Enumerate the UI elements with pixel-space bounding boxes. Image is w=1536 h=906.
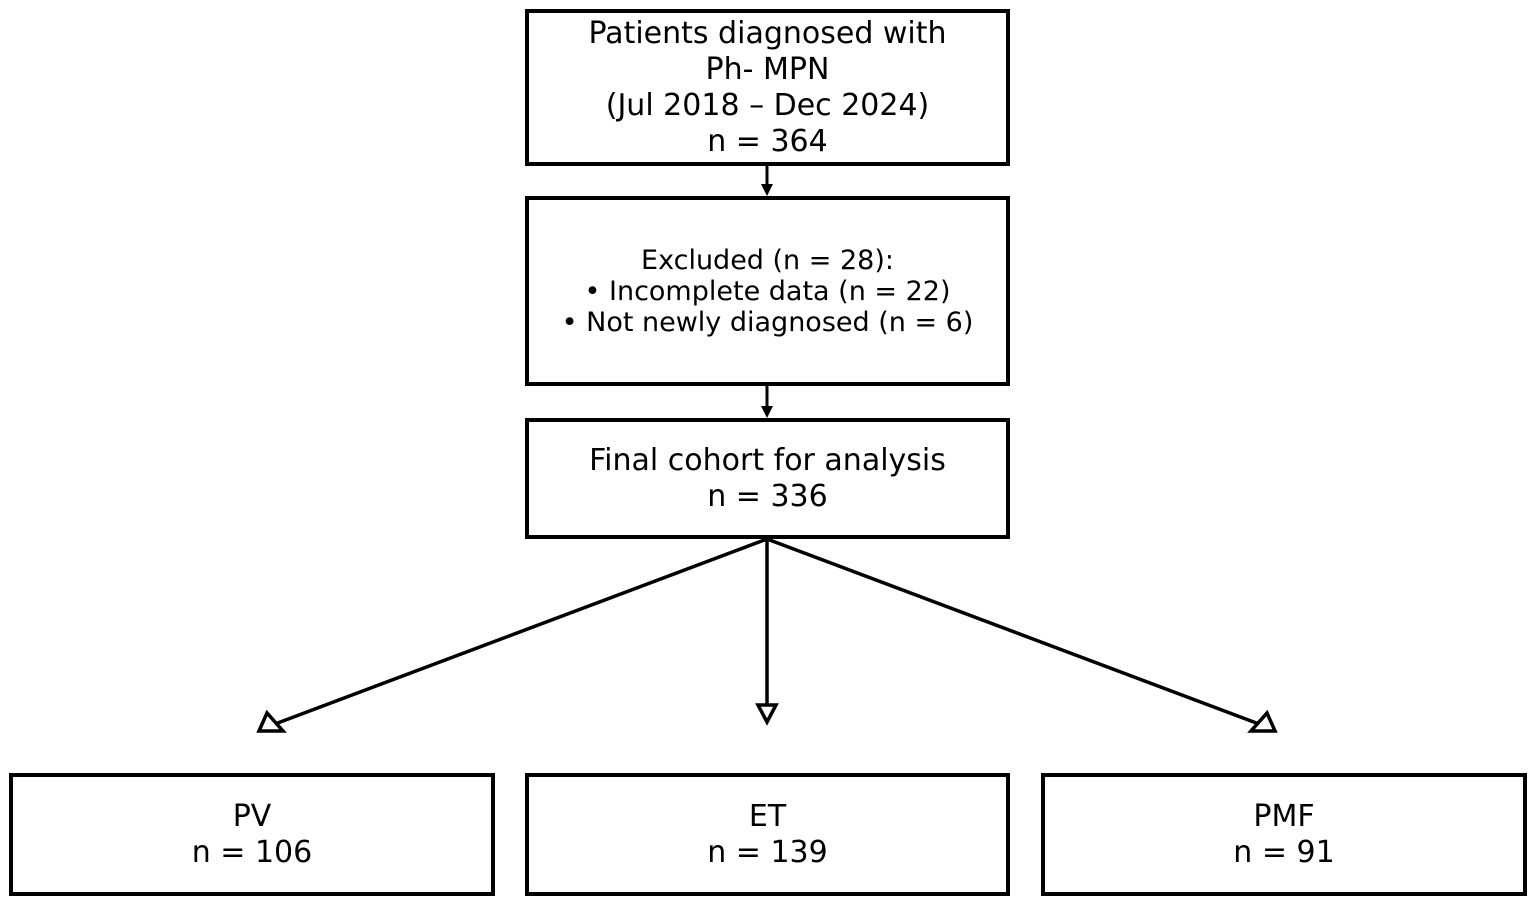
patients-diagnosed-box: Patients diagnosed with Ph- MPN (Jul 201…	[525, 9, 1010, 166]
pmf-line-2: n = 91	[1233, 834, 1335, 870]
final-line-1: Final cohort for analysis	[589, 442, 946, 478]
excluded-line-1: Excluded (n = 28):	[641, 244, 894, 276]
pv-line-1: PV	[232, 798, 272, 834]
final-cohort-box: Final cohort for analysis n = 336	[525, 418, 1010, 539]
pv-box: PV n = 106	[9, 773, 495, 896]
arrow-final-to-et	[755, 539, 779, 726]
arrow-excluded-to-final	[761, 386, 773, 418]
patients-line-3: (Jul 2018 – Dec 2024)	[605, 87, 930, 123]
patients-line-2: Ph- MPN	[705, 51, 830, 87]
pmf-box: PMF n = 91	[1041, 773, 1527, 896]
pv-line-2: n = 106	[191, 834, 313, 870]
pmf-line-1: PMF	[1253, 798, 1315, 834]
excluded-line-3: • Not newly diagnosed (n = 6)	[561, 306, 974, 338]
et-line-2: n = 139	[707, 834, 828, 870]
final-line-2: n = 336	[707, 478, 828, 514]
patients-line-1: Patients diagnosed with	[588, 15, 947, 51]
excluded-line-2: • Incomplete data (n = 22)	[584, 275, 951, 307]
arrow-final-to-pmf	[766, 537, 1278, 733]
excluded-box: Excluded (n = 28): • Incomplete data (n …	[525, 196, 1010, 386]
arrow-patients-to-excluded	[761, 166, 773, 196]
patients-line-4: n = 364	[707, 123, 828, 159]
et-box: ET n = 139	[525, 773, 1010, 896]
arrow-final-to-pv	[256, 537, 768, 733]
et-line-1: ET	[748, 798, 787, 834]
